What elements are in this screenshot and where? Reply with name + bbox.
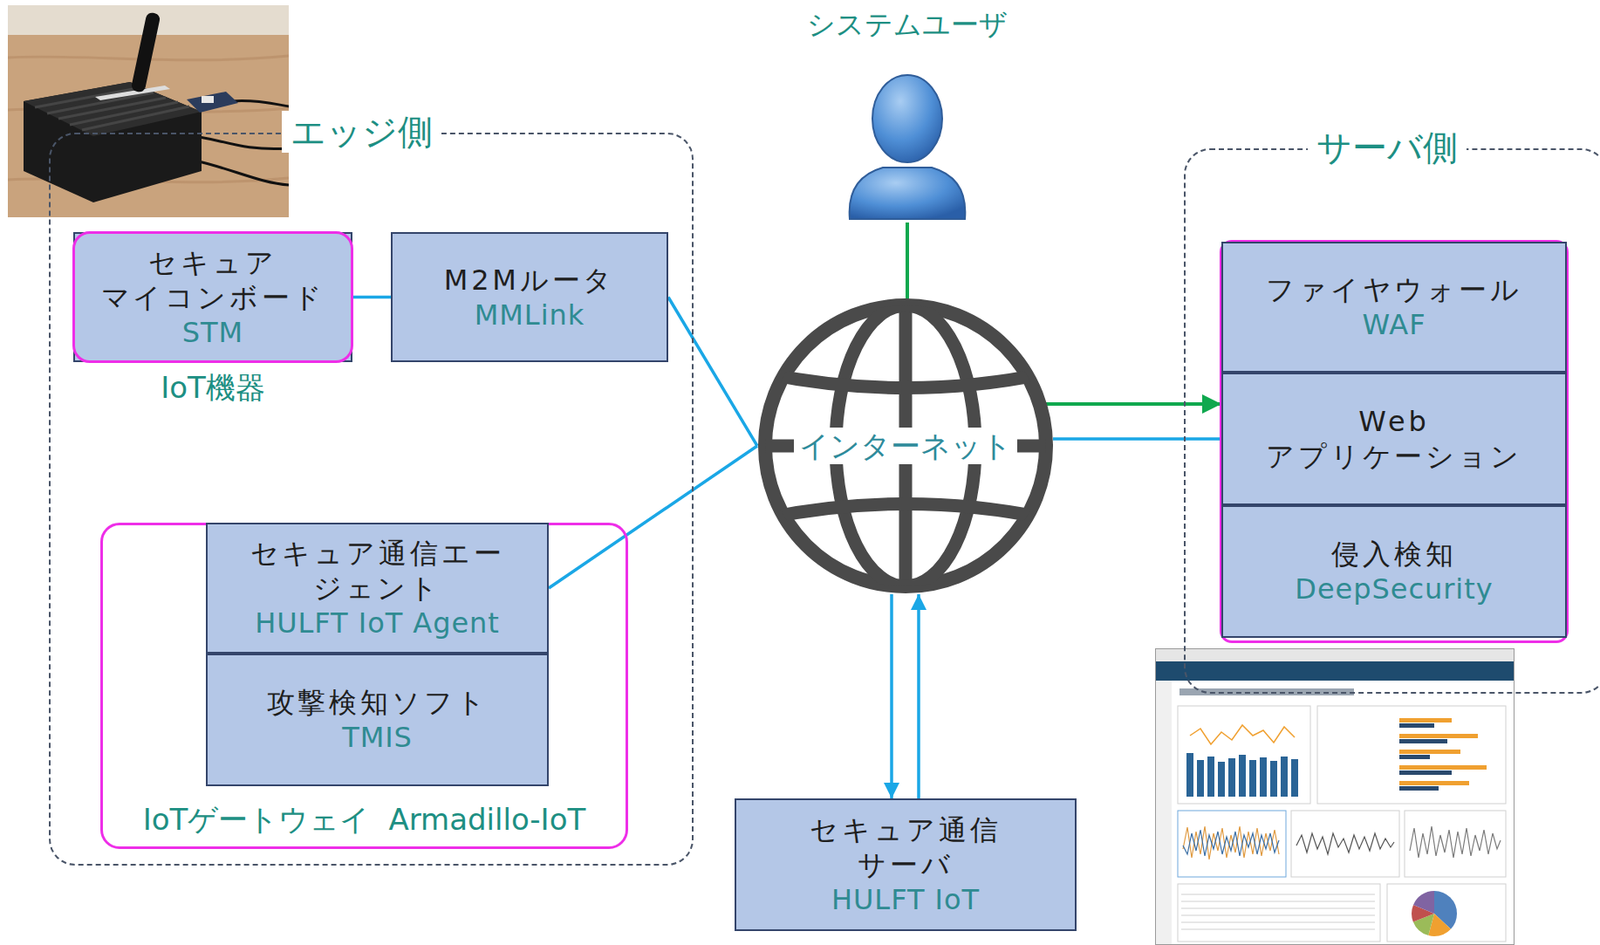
- shot-panel: [1291, 810, 1400, 877]
- shot-noise: [1182, 826, 1279, 860]
- user-icon: システムユーザ: [820, 6, 995, 223]
- detector-box: 攻撃検知ソフトTMIS: [205, 653, 549, 787]
- shot-bars: [1186, 752, 1299, 797]
- photo-board: [186, 91, 239, 113]
- node-body: インターネット: [757, 297, 1054, 595]
- shot-app-bar: [1155, 661, 1514, 681]
- node-body: セキュア マイコンボードSTM: [75, 233, 351, 361]
- connector: [1052, 437, 1222, 441]
- node-title: 攻撃検知ソフト: [266, 684, 489, 720]
- photo-fins: [34, 87, 190, 130]
- node-title: エッジ側: [281, 110, 442, 153]
- photo-cable: [186, 136, 289, 150]
- node-subtitle: TMIS: [341, 719, 413, 755]
- shot-panel: [1177, 705, 1311, 804]
- node-body: Web アプリケーション: [1223, 374, 1566, 504]
- node-title: システムユーザ: [776, 6, 1039, 42]
- connector: [889, 594, 894, 799]
- shot-table-rows: [1181, 894, 1375, 930]
- node-subtitle: MMLink: [474, 297, 586, 333]
- node-title: M2Mルータ: [444, 262, 616, 298]
- shot-panel: [1387, 883, 1506, 942]
- agent-box: セキュア通信エー ジェントHULFT IoT Agent: [205, 522, 549, 654]
- globe-grid: [757, 297, 1054, 595]
- shot-noise: [1296, 833, 1395, 855]
- node-body: M2MルータMMLink: [392, 233, 667, 361]
- node-title: セキュア マイコンボード: [83, 245, 342, 315]
- node-body: ファイヤウォールWAF: [1223, 243, 1566, 371]
- node-subtitle: STM: [182, 314, 244, 350]
- node-subtitle: DeepSecurity: [1294, 571, 1493, 607]
- shot-panel: [1177, 810, 1286, 877]
- shot-line: [1189, 724, 1295, 745]
- person-head: [872, 75, 943, 163]
- photo-device-top: [23, 82, 202, 137]
- node-subtitle: WAF: [1361, 307, 1426, 342]
- node-title: サーバ側: [1307, 126, 1467, 169]
- node-body: セキュア通信 サーバHULFT IoT: [736, 800, 1075, 930]
- node-body: セキュア通信エー ジェントHULFT IoT Agent: [207, 524, 548, 652]
- shot-panel: [1404, 810, 1506, 877]
- node-title: セキュア通信エー ジェント: [216, 535, 539, 606]
- shot-title-line: [1179, 688, 1354, 696]
- shot-noise: [1182, 829, 1279, 856]
- photo-board-chip: [201, 95, 214, 103]
- photo-cable: [230, 100, 289, 107]
- node-title: IoTゲートウェイ Armadillo-IoT: [102, 800, 626, 839]
- node-subtitle: HULFT IoT Agent: [254, 605, 500, 641]
- connector: [668, 297, 758, 447]
- shot-panel: [1177, 883, 1381, 942]
- secure-server-box: セキュア通信 サーバHULFT IoT: [734, 798, 1077, 931]
- shot-hbars: [1399, 717, 1487, 791]
- node-title: 侵入検知: [1331, 536, 1457, 572]
- ids-box: 侵入検知DeepSecurity: [1221, 505, 1567, 638]
- iot-device-box: セキュア マイコンボードSTMIoT機器: [73, 232, 353, 363]
- node-title: セキュア通信 サーバ: [774, 812, 1037, 883]
- node-body: 攻撃検知ソフトTMIS: [207, 655, 548, 785]
- connector: [548, 445, 758, 589]
- node-title: ファイヤウォール: [1265, 272, 1523, 308]
- shot-sidebar: [1155, 680, 1172, 944]
- router-box: M2MルータMMLink: [390, 232, 669, 363]
- shot-browser-bar: [1155, 649, 1514, 662]
- node-title: インターネット: [793, 427, 1018, 465]
- node-body: 侵入検知DeepSecurity: [1223, 506, 1566, 636]
- connector: [916, 594, 921, 799]
- photo-cable: [195, 160, 289, 185]
- internet-globe: インターネット: [757, 297, 1054, 595]
- node-title: Web アプリケーション: [1250, 403, 1539, 474]
- photo-antenna: [130, 11, 162, 93]
- shot-noise: [1409, 826, 1501, 858]
- firewall-box: ファイヤウォールWAF: [1221, 241, 1567, 373]
- shot-panel: [1317, 705, 1506, 804]
- shot-pie: [1422, 902, 1446, 925]
- webapp-box: Web アプリケーション: [1221, 372, 1567, 506]
- node-subtitle: IoT機器: [57, 369, 369, 407]
- connector: [352, 295, 391, 300]
- node-subtitle: HULFT IoT: [831, 882, 980, 917]
- person-body: [849, 167, 966, 219]
